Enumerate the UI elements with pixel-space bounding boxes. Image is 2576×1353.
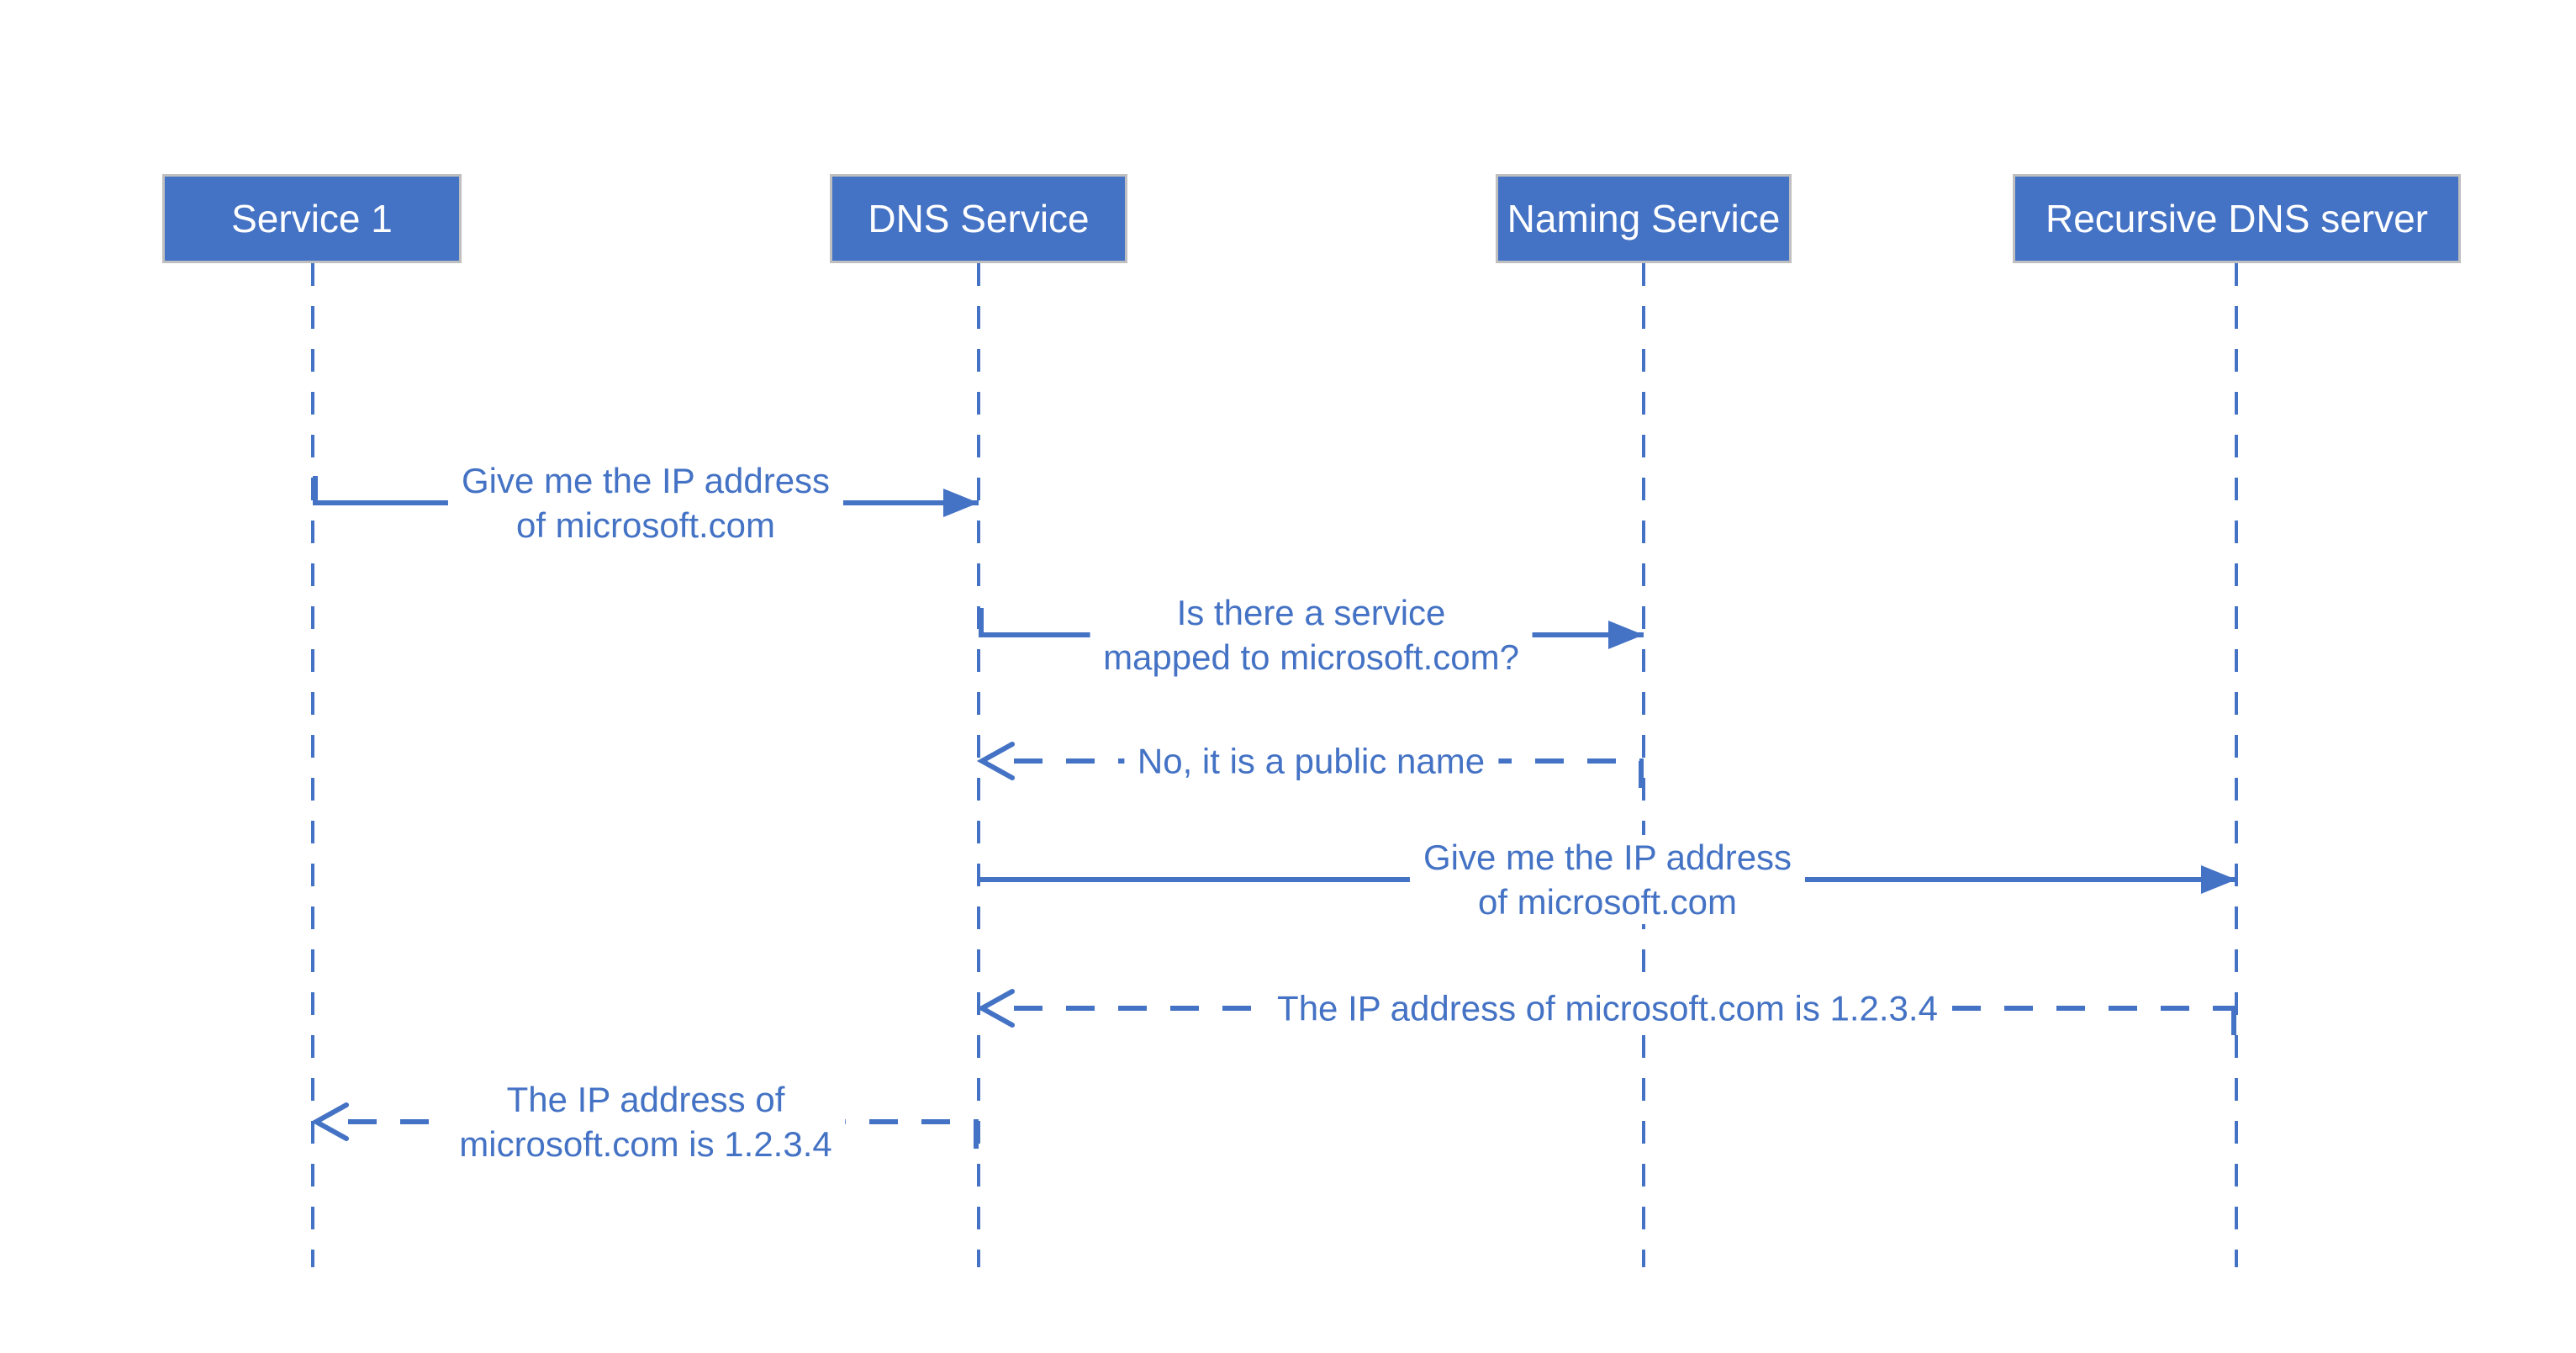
message-label: The IP address of microsoft.com is 1.2.3… — [1264, 986, 1951, 1031]
connector-elbow — [974, 1122, 979, 1149]
connector-elbow — [979, 608, 984, 635]
message-label-line1: Give me the IP address — [1423, 838, 1792, 877]
message-label: Give me the IP address of microsoft.com — [447, 458, 844, 547]
actor-box-naming-service: Naming Service — [1496, 174, 1792, 263]
open-arrowhead-icon — [310, 1102, 349, 1141]
message-label: Give me the IP address of microsoft.com — [1409, 835, 1806, 924]
connector-elbow — [2231, 1008, 2236, 1035]
message-label-line2: of microsoft.com — [1477, 882, 1738, 922]
message-label: Is there a service mapped to microsoft.c… — [1090, 590, 1533, 679]
message-reply-public-name: No, it is a public name — [976, 694, 1644, 828]
lifeline-service-1 — [311, 263, 314, 1267]
actor-box-service-1: Service 1 — [162, 174, 462, 263]
lifeline-recursive-dns-server — [2235, 263, 2238, 1267]
open-arrowhead-icon — [976, 989, 1015, 1028]
message-reply-ip-to-dns: The IP address of microsoft.com is 1.2.3… — [976, 941, 2236, 1076]
message-request-ip-to-recursive: Give me the IP address of microsoft.com — [979, 812, 2236, 947]
lifeline-naming-service — [1642, 263, 1645, 1267]
message-label-line1: The IP address of — [506, 1080, 785, 1119]
message-reply-ip-to-service-1: The IP address of microsoft.com is 1.2.3… — [310, 1054, 979, 1189]
lifeline-dns-service — [977, 263, 980, 1267]
message-label-line1: No, it is a public name — [1137, 741, 1486, 781]
message-query-naming-service: Is there a service mapped to microsoft.c… — [979, 568, 1644, 702]
message-label: No, it is a public name — [1123, 738, 1499, 784]
actor-box-recursive-dns-server: Recursive DNS server — [2013, 174, 2461, 263]
open-arrowhead-icon — [976, 742, 1015, 780]
filled-arrowhead-icon — [943, 489, 979, 517]
connector-elbow — [313, 476, 318, 503]
connector-elbow — [1639, 761, 1644, 788]
message-label-line1: The IP address of microsoft.com is 1.2.3… — [1277, 988, 1938, 1028]
filled-arrowhead-icon — [2201, 865, 2236, 894]
message-request-ip-to-dns: Give me the IP address of microsoft.com — [313, 436, 979, 570]
message-label: The IP address of microsoft.com is 1.2.3… — [446, 1077, 846, 1166]
message-label-line1: Is there a service — [1176, 593, 1446, 632]
message-label-line2: mapped to microsoft.com? — [1103, 637, 1519, 677]
message-label-line1: Give me the IP address — [461, 461, 831, 500]
filled-arrowhead-icon — [1608, 621, 1644, 649]
message-label-line2: of microsoft.com — [515, 505, 776, 545]
actor-box-dns-service: DNS Service — [830, 174, 1127, 263]
message-label-line2: microsoft.com is 1.2.3.4 — [459, 1124, 832, 1164]
